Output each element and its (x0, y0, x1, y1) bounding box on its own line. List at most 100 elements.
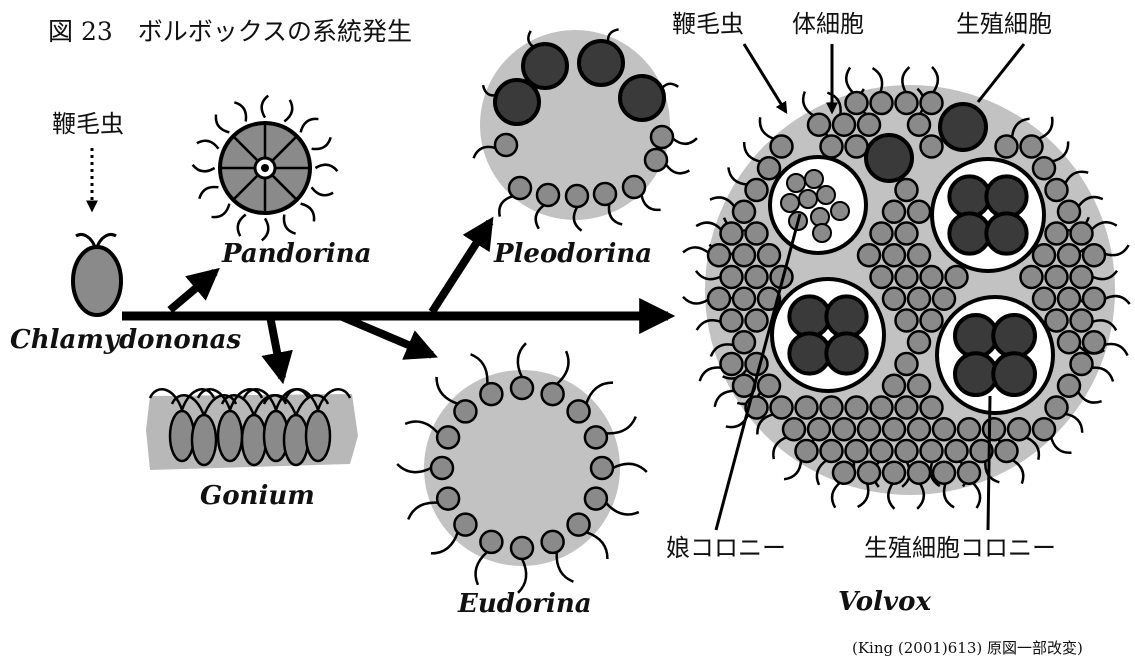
volvox-embryo-cell (986, 176, 1026, 216)
volvox-somatic-cell (746, 223, 768, 245)
volvox-somatic-cell (1046, 179, 1068, 201)
volvox-embryo-cell (993, 353, 1035, 395)
volvox-somatic-cell (1058, 375, 1080, 397)
volvox-somatic-cell (871, 266, 893, 288)
volvox-somatic-cell (846, 136, 868, 158)
gonium-cell (242, 415, 266, 465)
volvox-germ-cell (866, 135, 912, 181)
eudorina-cell (480, 383, 502, 405)
volvox-embryo-cell (986, 213, 1026, 253)
flagellate-pointer (744, 44, 786, 112)
volvox-somatic-cell (896, 397, 918, 419)
volvox-daughter-cell (813, 224, 831, 242)
volvox-somatic-cell (946, 266, 968, 288)
flagellate-label-right: 鞭毛虫 (672, 10, 744, 38)
volvox-flagellum (784, 459, 801, 479)
volvox-somatic-cell (758, 157, 780, 179)
volvox-somatic-cell (883, 288, 905, 310)
volvox-somatic-cell (846, 440, 868, 462)
pleodorina-germ-cell (620, 76, 664, 120)
volvox-somatic-cell (708, 288, 730, 310)
volvox-flagellum (683, 247, 709, 253)
volvox-flagellum (846, 67, 854, 93)
pleodorina-germ-cell (495, 80, 539, 124)
pandorina-flagellum (262, 218, 269, 240)
volvox-somatic-cell (1021, 136, 1043, 158)
volvox-daughter-cell (781, 194, 799, 212)
volvox-embryo-cell (949, 213, 989, 253)
pleodorina-flagellum (499, 196, 513, 216)
volvox-somatic-cell (846, 92, 868, 114)
volvox-daughter-cell (817, 186, 835, 204)
volvox-somatic-cell (1083, 288, 1105, 310)
volvox-somatic-cell (958, 418, 980, 440)
volvox-somatic-cell (721, 223, 743, 245)
branch-arrow-gonium (270, 316, 282, 378)
chlamydomonas-label: Chlamydononas (10, 325, 241, 355)
volvox-somatic-cell (721, 266, 743, 288)
volvox-somatic-cell (1046, 223, 1068, 245)
volvox-embryo-cell (955, 315, 997, 357)
pandorina-flagellum (301, 204, 314, 222)
volvox-somatic-cell (758, 375, 780, 397)
volvox-somatic-cell (883, 462, 905, 484)
volvox-somatic-cell (1033, 418, 1055, 440)
pleodorina-germ-cell (579, 41, 623, 85)
pleodorina-germ-cell (523, 44, 567, 88)
volvox-embryo-cell (826, 333, 866, 373)
pleodorina-label: Pleodorina (493, 239, 652, 269)
pandorina-flagellum (216, 115, 229, 133)
pleodorina-somatic-cell (594, 183, 616, 205)
eudorina-cell (454, 400, 476, 422)
pandorina-flagellum (193, 165, 215, 172)
pandorina-flagellum (197, 141, 219, 149)
volvox-somatic-cell (1008, 418, 1030, 440)
pleodorina-colony (474, 29, 697, 230)
pleodorina-flagellum (673, 138, 697, 144)
volvox-somatic-cell (1033, 244, 1055, 266)
volvox-somatic-cell (908, 462, 930, 484)
volvox-germ-cell (940, 104, 986, 150)
volvox-label: Volvox (838, 587, 931, 617)
pleodorina-somatic-cell (566, 185, 588, 207)
volvox-somatic-cell (908, 244, 930, 266)
pleodorina-somatic-cell (495, 134, 517, 156)
volvox-daughter-cell (799, 190, 817, 208)
volvox-somatic-cell (1033, 288, 1055, 310)
eudorina-cell (585, 488, 607, 510)
pandorina-label: Pandorina (221, 239, 371, 269)
volvox-somatic-cell (833, 462, 855, 484)
volvox-somatic-cell (996, 136, 1018, 158)
volvox-somatic-cell (933, 288, 955, 310)
volvox-somatic-cell (908, 375, 930, 397)
volvox-somatic-cell (908, 201, 930, 223)
volvox-somatic-cell (746, 179, 768, 201)
volvox-somatic-cell (733, 244, 755, 266)
volvox-somatic-cell (746, 353, 768, 375)
volvox-somatic-cell (746, 310, 768, 332)
eudorina-cell (511, 537, 533, 559)
volvox-somatic-cell (896, 266, 918, 288)
volvox-somatic-cell (846, 397, 868, 419)
eudorina-cell (437, 426, 459, 448)
eudorina-cell (542, 531, 564, 553)
volvox-somatic-cell (821, 440, 843, 462)
pandorina-flagellum (312, 187, 334, 195)
volvox-somatic-cell (1083, 244, 1105, 266)
volvox-somatic-cell (958, 462, 980, 484)
pandorina-colony (193, 96, 338, 241)
source-credit: (King (2001)613) 原図一部改変) (852, 639, 1083, 657)
pleodorina-flagellum (666, 164, 689, 173)
flagellate-label-left: 鞭毛虫 (52, 110, 124, 138)
pandorina-flagellum (284, 100, 292, 122)
volvox-somatic-cell (808, 418, 830, 440)
volvox-somatic-cell (896, 310, 918, 332)
volvox-somatic-cell (1046, 310, 1068, 332)
volvox-somatic-cell (721, 310, 743, 332)
volvox-somatic-cell (996, 440, 1018, 462)
eudorina-label: Eudorina (457, 589, 592, 619)
volvox-somatic-cell (821, 397, 843, 419)
volvox-daughter-cell (787, 174, 805, 192)
germ-cell-colony-label: 生殖細胞コロニー (864, 534, 1056, 562)
volvox-embryo-cell (789, 333, 829, 373)
